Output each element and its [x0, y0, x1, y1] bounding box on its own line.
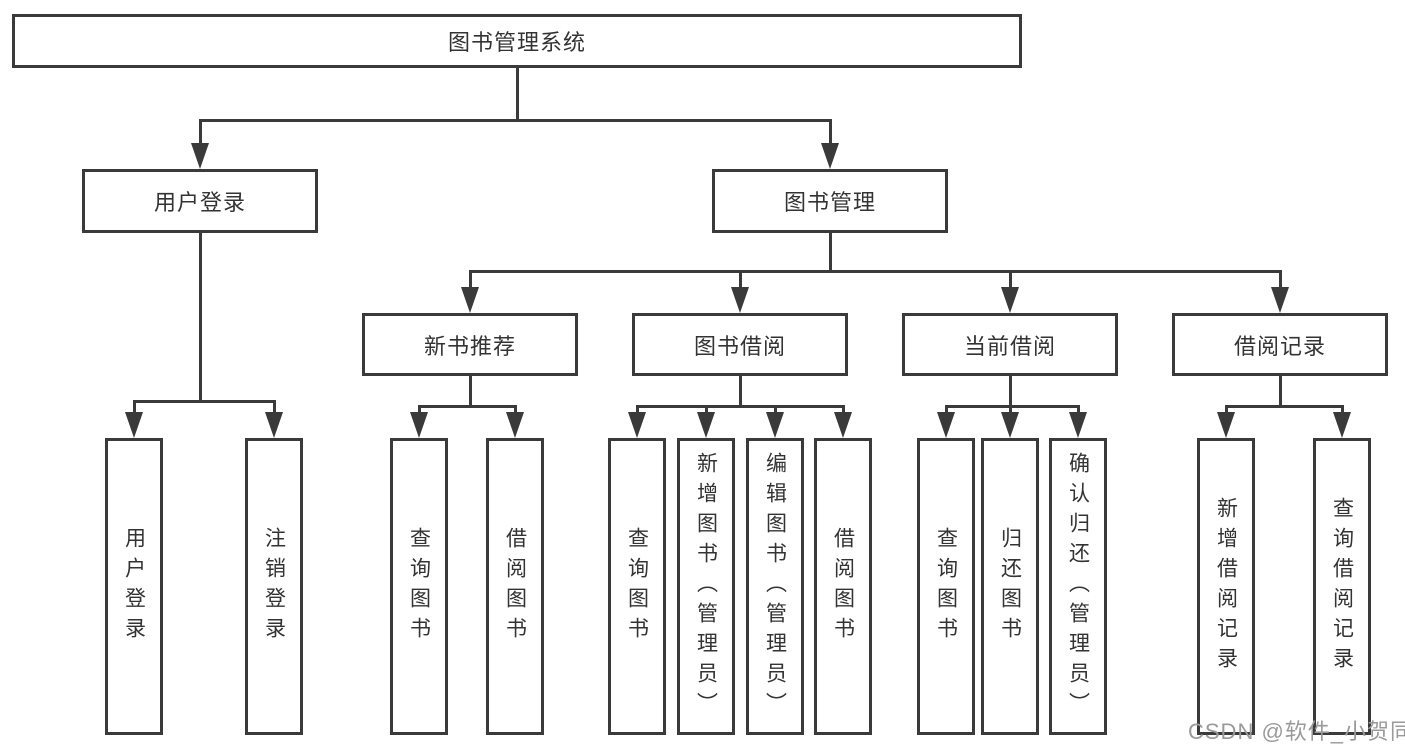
node-new-book-recommend: 新书推荐 [362, 313, 578, 376]
connector-line [636, 405, 639, 414]
connector-line [636, 405, 845, 408]
connector-line [516, 68, 519, 120]
node-label: 用户登录 [122, 526, 146, 647]
node-edit-books-admin: 编辑图书（管理员） [746, 438, 804, 735]
arrow-down-icon [461, 287, 479, 313]
node-book-borrowing: 图书借阅 [632, 313, 848, 376]
node-query-borrow-record: 查询借阅记录 [1313, 438, 1371, 735]
connector-line [133, 400, 276, 403]
node-label: 查询图书 [934, 526, 958, 647]
arrow-down-icon [1001, 287, 1019, 313]
arrow-down-icon [506, 412, 524, 438]
connector-line [1009, 270, 1012, 289]
arrow-down-icon [628, 412, 646, 438]
node-label: 借阅记录 [1233, 333, 1326, 359]
connector-line [273, 400, 276, 414]
node-add-borrow-record: 新增借阅记录 [1197, 438, 1255, 735]
node-label: 新书推荐 [423, 333, 516, 359]
node-borrowing-records: 借阅记录 [1172, 313, 1388, 376]
node-query-books-current: 查询图书 [917, 438, 975, 735]
connector-line [1279, 376, 1282, 407]
arrow-down-icon [834, 412, 852, 438]
node-label: 借阅图书 [831, 526, 855, 647]
arrow-down-icon [731, 287, 749, 313]
connector-line [199, 119, 202, 145]
node-current-borrowing: 当前借阅 [902, 313, 1118, 376]
arrow-down-icon [410, 412, 428, 438]
node-label: 图书管理系统 [447, 30, 586, 55]
node-label: 编辑图书（管理员） [763, 451, 787, 722]
node-label: 查询图书 [625, 526, 649, 647]
node-logout-leaf: 注销登录 [245, 438, 303, 735]
node-label: 借阅图书 [503, 526, 527, 647]
connector-line [514, 405, 517, 414]
connector-line [945, 405, 948, 414]
connector-line [739, 376, 742, 407]
arrow-down-icon [1271, 287, 1289, 313]
node-borrow-books-borrowing: 借阅图书 [814, 438, 872, 735]
connector-line [1009, 376, 1012, 407]
arrow-down-icon [1001, 412, 1019, 438]
arrow-down-icon [1069, 412, 1087, 438]
connector-line [133, 400, 136, 414]
node-label: 用户登录 [153, 190, 246, 215]
connector-line [1225, 405, 1344, 408]
connector-line [842, 405, 845, 414]
connector-line [1279, 270, 1282, 289]
connector-line [469, 270, 1282, 273]
connector-line [469, 270, 472, 289]
node-label: 图书借阅 [693, 333, 786, 359]
node-user-login-leaf: 用户登录 [105, 438, 163, 735]
connector-line [829, 233, 832, 272]
connector-line [1077, 405, 1080, 414]
connector-line [199, 233, 202, 401]
node-label: 新增图书（管理员） [694, 451, 718, 722]
node-query-books-recommend: 查询图书 [390, 438, 448, 735]
node-label: 当前借阅 [963, 333, 1056, 359]
arrow-down-icon [766, 412, 784, 438]
connector-line [199, 119, 832, 122]
connector-line [739, 270, 742, 289]
connector-line [418, 405, 517, 408]
connector-line [1225, 405, 1228, 414]
node-confirm-return-admin: 确认归还（管理员） [1049, 438, 1107, 735]
node-query-books-borrowing: 查询图书 [608, 438, 666, 735]
node-label: 注销登录 [262, 526, 286, 647]
node-label: 查询借阅记录 [1330, 496, 1354, 677]
node-return-books: 归还图书 [981, 438, 1039, 735]
arrow-down-icon [821, 143, 839, 169]
node-user-login: 用户登录 [82, 169, 318, 233]
connector-line [1341, 405, 1344, 414]
connector-line [1009, 405, 1012, 414]
connector-line [469, 376, 472, 407]
node-label: 查询图书 [407, 526, 431, 647]
connector-line [829, 119, 832, 145]
arrow-down-icon [697, 412, 715, 438]
arrow-down-icon [191, 143, 209, 169]
arrow-down-icon [265, 412, 283, 438]
arrow-down-icon [1217, 412, 1235, 438]
node-label: 归还图书 [998, 526, 1022, 647]
node-label: 确认归还（管理员） [1066, 451, 1090, 722]
connector-line [945, 405, 1080, 408]
node-library-management-system: 图书管理系统 [12, 14, 1022, 68]
node-book-management: 图书管理 [712, 169, 948, 233]
node-label: 新增借阅记录 [1214, 496, 1238, 677]
csdn-watermark: CSDN @软件_小贺同学 [1188, 719, 1405, 744]
connector-line [418, 405, 421, 414]
arrow-down-icon [1333, 412, 1351, 438]
connector-line [774, 405, 777, 414]
connector-line [705, 405, 708, 414]
node-label: 图书管理 [783, 190, 876, 215]
node-add-books-admin: 新增图书（管理员） [677, 438, 735, 735]
arrow-down-icon [125, 412, 143, 438]
node-borrow-books-recommend: 借阅图书 [486, 438, 544, 735]
arrow-down-icon [937, 412, 955, 438]
